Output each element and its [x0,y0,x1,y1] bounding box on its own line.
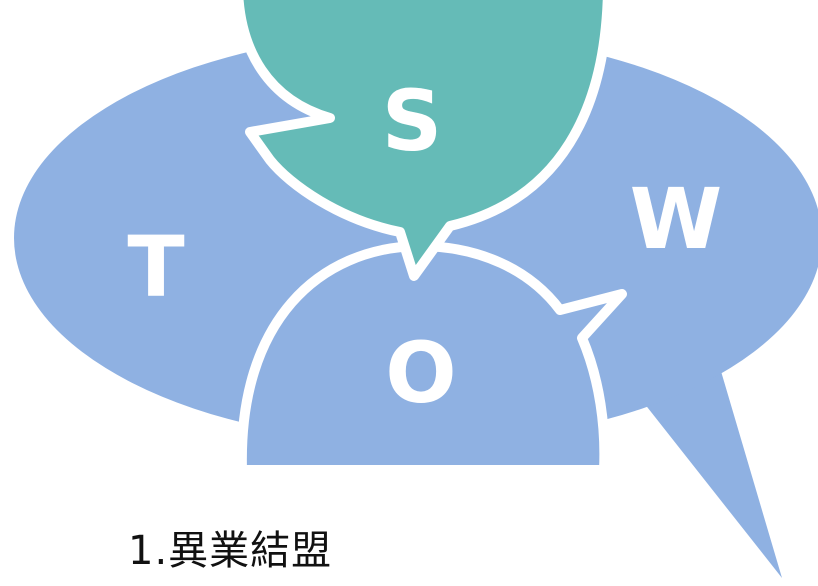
o-speech-bubble [236,241,627,475]
s-label: S [382,72,443,170]
s-bubble-shape [233,0,613,281]
s-speech-bubble [233,0,613,281]
o-label: O [385,324,456,422]
w-label: W [630,170,723,268]
caption-text: 1.異業結盟 [128,528,333,574]
t-label: T [127,218,184,316]
o-bubble-shape [236,241,627,475]
